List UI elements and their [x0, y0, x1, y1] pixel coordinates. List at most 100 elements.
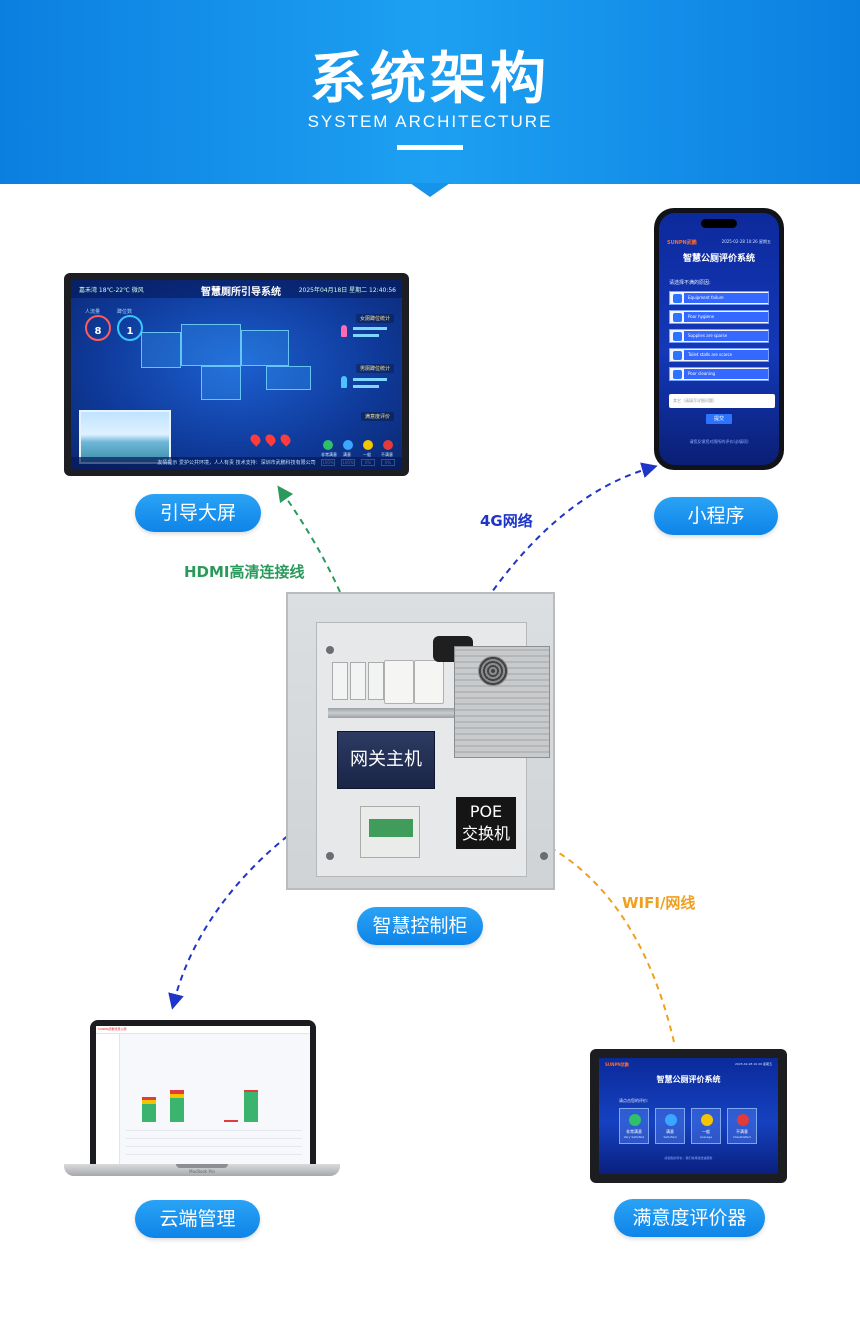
- chart-bar: [224, 1120, 238, 1122]
- table-row: [126, 1154, 302, 1155]
- guide-screen-topbar: [71, 280, 402, 298]
- evaluator-brand: SUNPN武鹏: [605, 1062, 629, 1067]
- phone-footer: 请您反馈您对厕所的评价(必填项): [689, 439, 749, 444]
- laptop-notch: [176, 1164, 228, 1168]
- cleaning-icon: [673, 370, 682, 379]
- rating-panel-title: 满意度评价: [360, 412, 394, 421]
- floorplan-room: [141, 332, 181, 368]
- location-pin-icon: [263, 432, 278, 447]
- rating-label: 一般: [363, 452, 371, 457]
- laptop-screen: SUNPN武鹏智慧公厕: [96, 1026, 310, 1164]
- evaluator-prompt: 请点击您的评价:: [619, 1098, 649, 1103]
- male-bar: [353, 385, 379, 388]
- location-pin-icon: [248, 432, 263, 447]
- fan-icon: [478, 656, 508, 686]
- rating-option-sub: Dissatisfied: [733, 1135, 751, 1139]
- laptop-sidebar: [96, 1034, 120, 1164]
- page-title: 系统架构: [310, 47, 550, 112]
- rating-option-label: 满意: [666, 1129, 674, 1134]
- phone-option[interactable]: Poor hygiene: [669, 310, 769, 324]
- mounting-hole: [540, 852, 548, 860]
- chart-bar: [244, 1090, 258, 1092]
- floorplan-room: [181, 324, 241, 366]
- control-cabinet-pill: 智慧控制柜: [357, 907, 483, 945]
- phone-option[interactable]: Equipment failure: [669, 291, 769, 305]
- power-socket: [384, 660, 414, 704]
- poe-label-line1: POE: [469, 802, 503, 821]
- average-icon: [363, 440, 373, 450]
- rating-label: 满意: [343, 452, 351, 457]
- laptop-app-brand: SUNPN武鹏智慧公厕: [98, 1027, 127, 1031]
- evaluator-pill: 满意度评价器: [614, 1199, 765, 1237]
- phone-option[interactable]: Supplies are sparse: [669, 329, 769, 343]
- faucet-icon: [673, 294, 682, 303]
- phone-option[interactable]: Poor cleaning: [669, 367, 769, 381]
- phone-option-label: Poor hygiene: [684, 312, 768, 322]
- dashboard-bar-chart: [126, 1066, 302, 1122]
- chart-bar: [170, 1094, 184, 1098]
- rating-option-label: 一般: [702, 1129, 710, 1134]
- page-subtitle: SYSTEM ARCHITECTURE: [307, 112, 553, 131]
- phone-option[interactable]: Toilet stalls are scarce: [669, 348, 769, 362]
- very-satisfied-icon: [629, 1114, 641, 1126]
- floorplan-room: [201, 366, 241, 400]
- circuit-breaker: [368, 662, 384, 700]
- poe-label-line2: 交换机: [461, 824, 510, 843]
- female-bar: [353, 334, 379, 337]
- title-underline: [397, 145, 463, 150]
- cloud-pill: 云端管理: [135, 1200, 260, 1238]
- power-socket: [414, 660, 444, 704]
- guide-screen-pill: 引导大屏: [135, 494, 261, 532]
- female-bar: [353, 327, 387, 330]
- rating-option-label: 非常满意: [626, 1129, 642, 1134]
- guide-screen-title: 智慧厕所引导系统: [201, 287, 281, 298]
- phone-title: 智慧公厕评价系统: [682, 254, 755, 264]
- phone-feedback-input[interactable]: 其它（请填写详细问题）: [669, 394, 775, 408]
- floorplan-room: [266, 366, 311, 390]
- guide-screen-display: 嘉禾湾 18℃-22℃ 微风 智慧厕所引导系统 2025年04月18日 星期二 …: [71, 280, 402, 469]
- circuit-breaker: [350, 662, 366, 700]
- rating-option[interactable]: 满意 Satisfied: [655, 1108, 685, 1144]
- dissatisfied-icon: [737, 1114, 749, 1126]
- phone-prompt: 请选择不满的原因:: [669, 280, 711, 286]
- din-rail: [328, 708, 458, 718]
- relay-terminal: [369, 819, 413, 837]
- wifi-label: WIFI/网线: [622, 894, 696, 912]
- rating-option-sub: Very Satisfied: [623, 1135, 645, 1139]
- header-notch: [410, 183, 450, 197]
- phone-notch: [701, 219, 737, 228]
- laptop-model: MacBook Pro: [189, 1169, 215, 1174]
- hdmi-label: HDMI高清连接线: [184, 563, 305, 581]
- laptop-topbar: SUNPN武鹏智慧公厕: [96, 1026, 310, 1034]
- rating-option[interactable]: 非常满意 Very Satisfied: [619, 1108, 649, 1144]
- rating-option[interactable]: 不满意 Dissatisfied: [727, 1108, 757, 1144]
- stall-icon: [673, 351, 682, 360]
- female-person-icon: [341, 325, 347, 337]
- datetime-text: 2025年04月18日 星期二 12:40:56: [298, 287, 396, 294]
- mini-program-pill: 小程序: [654, 497, 778, 535]
- table-row: [126, 1130, 302, 1131]
- relay-module: [360, 806, 420, 858]
- evaluator-footer: 感谢您的评价，我们将持续改进服务: [664, 1156, 713, 1160]
- phone-option-label: Supplies are sparse: [684, 331, 768, 341]
- table-row: [126, 1138, 302, 1139]
- rating-option-sub: Satisfied: [663, 1135, 677, 1139]
- satisfied-icon: [665, 1114, 677, 1126]
- average-icon: [701, 1114, 713, 1126]
- satisfied-icon: [343, 440, 353, 450]
- weather-text: 嘉禾湾 18℃-22℃ 微风: [79, 287, 144, 294]
- floorplan-room: [241, 330, 289, 366]
- stat2-label: 蹲位数: [117, 309, 133, 315]
- 4g-label: 4G网络: [480, 512, 533, 530]
- male-panel-title: 男厕蹲位统计: [355, 364, 394, 373]
- mounting-hole: [326, 646, 334, 654]
- chart-bar: [170, 1090, 184, 1094]
- control-cabinet-photo: 网关主机 POE 交换机: [286, 592, 555, 890]
- rating-option[interactable]: 一般 Average: [691, 1108, 721, 1144]
- chart-bar: [142, 1097, 156, 1100]
- chart-bar: [142, 1104, 156, 1122]
- guide-screen-footer: 友情提示 爱护公共环境，人人有责 技术支持：深圳市武鹏科技有限公司: [71, 457, 402, 469]
- phone-submit-button[interactable]: 提交: [706, 414, 732, 424]
- laptop-base: [64, 1164, 340, 1176]
- stat1-gauge: 8: [85, 315, 111, 341]
